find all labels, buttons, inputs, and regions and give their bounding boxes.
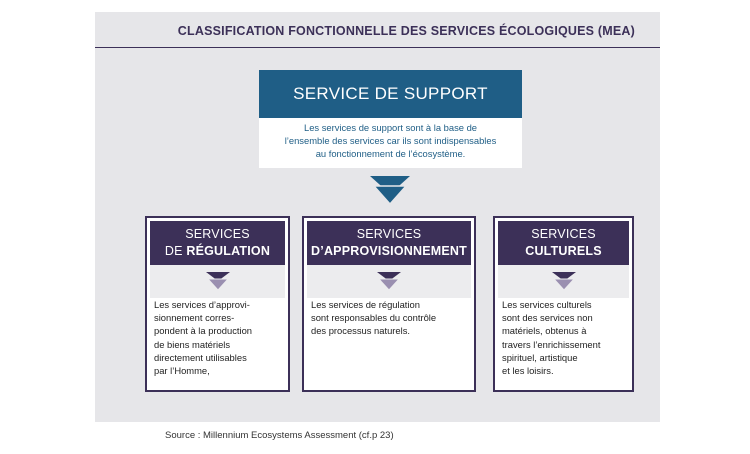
support-line: Les services de support sont à la base d… <box>303 122 478 133</box>
card-heading-line1: SERVICES <box>356 227 422 241</box>
title-rule <box>95 47 660 48</box>
card-line: Les services d’approvi- <box>154 299 250 310</box>
down-arrow-icon <box>551 272 576 291</box>
card-heading-bold: CULTURELS <box>525 244 602 258</box>
down-arrow-icon <box>370 176 410 206</box>
card-description: Les services culturels sont des services… <box>502 298 628 377</box>
card-description: Les services d’approvi- sionnement corre… <box>154 298 284 377</box>
card-line: travers l’enrichissement <box>502 338 601 350</box>
card-heading-line1: SERVICES <box>531 227 596 241</box>
card-line: et les loisirs. <box>502 365 554 377</box>
card-line: par l’Homme, <box>154 365 210 377</box>
card-heading-line2: CULTURELS <box>498 243 629 260</box>
card-line: spirituel, artistique <box>502 351 578 363</box>
down-arrow-icon <box>205 272 230 291</box>
card-line: sont des services non <box>502 312 593 324</box>
card-line: des processus naturels. <box>311 325 411 337</box>
support-line: au fonctionnement de l’écosystème. <box>315 148 466 159</box>
diagram-title: CLASSIFICATION FONCTIONNELLE DES SERVICE… <box>177 24 635 38</box>
card-heading: SERVICES D’APPROVISIONNEMENT <box>307 221 471 265</box>
support-line: l’ensemble des services car ils sont ind… <box>284 135 497 146</box>
down-arrow-icon <box>377 272 401 291</box>
card-heading-prefix: DE <box>164 244 187 258</box>
card-line: Les services culturels <box>502 299 592 310</box>
card-culturels: SERVICES CULTURELS Les services culturel… <box>493 216 634 392</box>
card-line: pondent à la production <box>154 325 252 337</box>
card-line: Les services de régulation <box>311 299 420 310</box>
card-heading-line2: D’APPROVISIONNEMENT <box>307 243 471 260</box>
card-heading-bold: D’APPROVISIONNEMENT <box>311 244 467 258</box>
card-line: sionnement corres- <box>154 312 235 324</box>
card-regulation: SERVICES DE RÉGULATION Les services d’ap… <box>145 216 290 392</box>
support-service-heading: SERVICE DE SUPPORT <box>259 70 522 118</box>
card-line: matériels, obtenus à <box>502 325 587 337</box>
card-line: sont responsables du contrôle <box>311 312 437 324</box>
card-line: directement utilisables <box>154 351 247 363</box>
card-description: Les services de régulation sont responsa… <box>311 298 470 338</box>
card-heading: SERVICES CULTURELS <box>498 221 629 265</box>
card-heading-bold: RÉGULATION <box>186 244 271 258</box>
card-line: de biens matériels <box>154 338 231 350</box>
support-service-description: Les services de support sont à la base d… <box>259 118 522 168</box>
card-heading-line2: DE RÉGULATION <box>150 243 285 260</box>
card-heading: SERVICES DE RÉGULATION <box>150 221 285 265</box>
card-approvisionnement: SERVICES D’APPROVISIONNEMENT Les service… <box>302 216 476 392</box>
card-heading-line1: SERVICES <box>185 227 250 241</box>
source-caption: Source : Millennium Ecosystems Assessmen… <box>165 430 394 441</box>
